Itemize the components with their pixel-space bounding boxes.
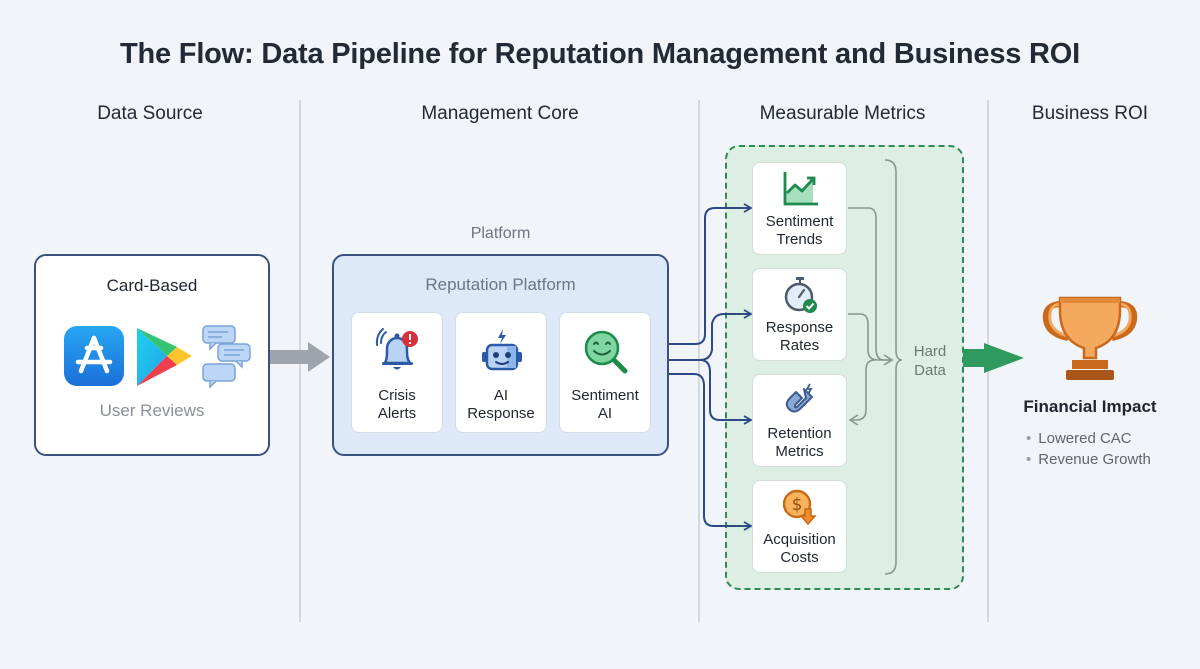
connector-retention-metrics	[669, 359, 753, 425]
chat-bubbles-icon	[202, 325, 251, 388]
column-header-business-roi: Business ROI	[1031, 103, 1149, 124]
trend-chart-icon	[783, 172, 818, 206]
financial-impact-bullet: Lowered CAC	[1026, 428, 1151, 449]
column-header-data-source: Data Source	[97, 103, 203, 124]
connector-sentiment-trends	[669, 203, 753, 345]
financial-impact-bullet: Revenue Growth	[1026, 449, 1151, 470]
flow-arrow-icon	[270, 342, 330, 372]
data-source-card: Card-Based User Reviews	[34, 254, 270, 456]
bell-alert-icon	[375, 328, 418, 370]
magnet-icon	[785, 383, 813, 413]
trophy-icon	[1042, 296, 1138, 380]
robot-icon	[482, 329, 522, 371]
connector-response-rates	[669, 309, 753, 361]
data-source-subtitle: User Reviews	[99, 401, 205, 420]
connector-acquisition-costs	[669, 373, 753, 531]
data-source-title: Card-Based	[106, 276, 198, 295]
platform-title: Reputation Platform	[425, 275, 576, 294]
stopwatch-check-icon	[784, 277, 817, 313]
hard-data-to-roi-arrow	[963, 343, 1024, 373]
svg-text:$: $	[792, 495, 803, 515]
column-header-measurable-metrics: Measurable Metrics	[759, 103, 926, 124]
financial-impact-title: Financial Impact	[1023, 397, 1157, 416]
app-store-icon	[64, 326, 124, 386]
dollar-down-icon: $	[782, 489, 817, 526]
diagram-title: The Flow: Data Pipeline for Reputation M…	[119, 38, 1081, 70]
financial-impact-list: Lowered CAC Revenue Growth	[1026, 428, 1151, 470]
google-play-icon	[137, 328, 192, 386]
smiley-search-icon	[584, 330, 628, 374]
data-source-icons	[64, 325, 251, 388]
column-header-management-core: Management Core	[421, 103, 579, 124]
metrics-to-hard-data-connectors	[848, 159, 903, 575]
platform-label: Platform	[470, 225, 531, 242]
platform-to-metrics-connectors	[669, 203, 753, 531]
